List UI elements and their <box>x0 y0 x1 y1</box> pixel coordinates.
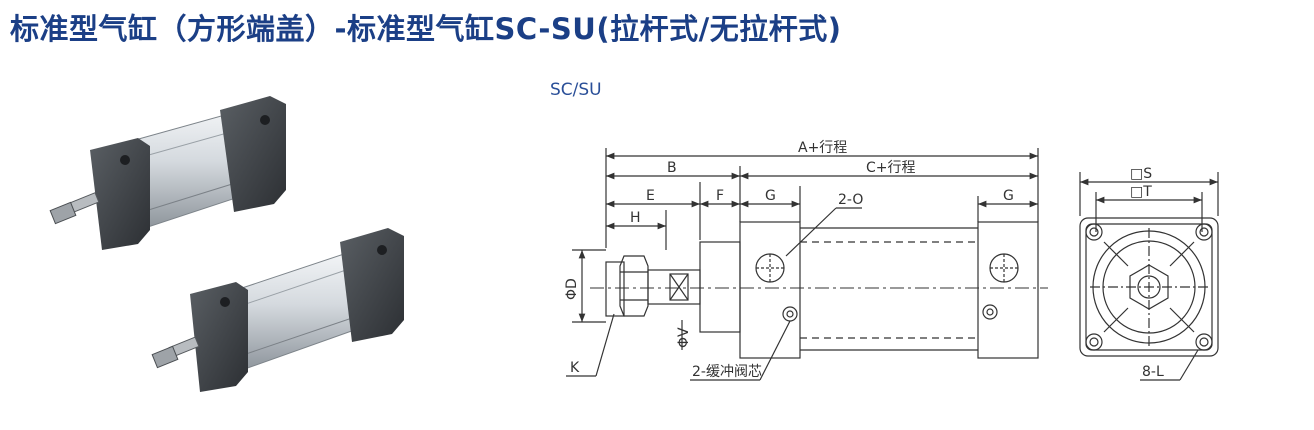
front-end-cap <box>739 221 801 359</box>
cushion-valve-rear <box>982 304 998 320</box>
label-a: A+行程 <box>798 140 847 156</box>
label-k: K <box>570 360 580 376</box>
model-label: SC/SU <box>550 80 602 100</box>
label-b: B <box>667 160 677 176</box>
front-port <box>755 253 785 283</box>
tie-rod-hole-br <box>1195 333 1213 351</box>
piston-rod <box>647 269 701 305</box>
tie-rod-hole-tr <box>1195 223 1213 241</box>
label-o: 2-O <box>838 192 863 208</box>
label-c: C+行程 <box>866 160 916 176</box>
label-h: H <box>630 210 641 226</box>
front-boss <box>699 241 741 333</box>
label-l: 8-L <box>1142 364 1164 380</box>
label-v: ΦV <box>676 327 692 348</box>
dimension-drawing: A+行程 B C+行程 E F G G H 2-O ΦD ΦV K 2-缓冲阀芯… <box>564 140 1219 381</box>
label-e: E <box>646 188 655 204</box>
upper-cylinder-image <box>49 96 286 250</box>
end-view-outline <box>1079 217 1219 357</box>
label-d: ΦD <box>564 278 580 300</box>
label-cushion-valve: 2-缓冲阀芯 <box>692 364 762 380</box>
label-s: □S <box>1130 166 1152 182</box>
cylinder-product-photo <box>49 96 404 392</box>
rear-end-cap <box>977 221 1039 359</box>
rod-end <box>605 261 625 317</box>
rear-port <box>989 253 1019 283</box>
rod-nut <box>619 255 649 317</box>
label-g-right: G <box>1003 188 1014 204</box>
label-f: F <box>716 188 724 204</box>
label-g-left: G <box>765 188 776 204</box>
label-t: □T <box>1130 184 1152 200</box>
page-title: 标准型气缸（方形端盖）-标准型气缸SC-SU(拉杆式/无拉杆式) <box>10 12 842 46</box>
cushion-valve-front <box>782 306 798 322</box>
tie-rod-hole-tl <box>1085 223 1103 241</box>
wrench-flat <box>669 273 689 301</box>
tie-rod-hole-bl <box>1085 333 1103 351</box>
lower-cylinder-image <box>151 228 404 392</box>
